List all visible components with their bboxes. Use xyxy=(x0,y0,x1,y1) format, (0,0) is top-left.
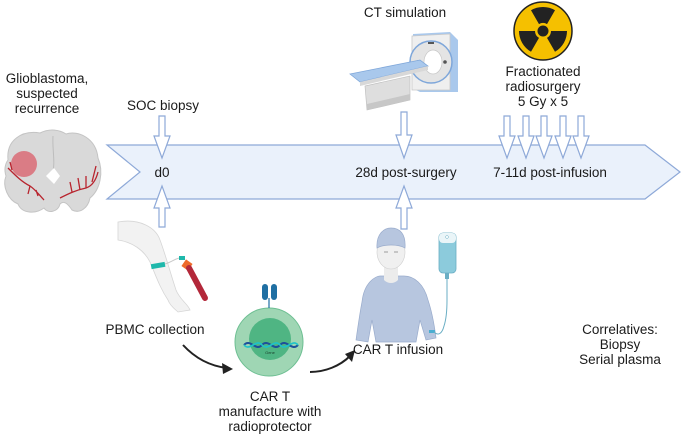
correlatives-line-1: Correlatives: xyxy=(582,322,658,337)
car-t-manufacture-line-1: CAR T xyxy=(249,389,291,404)
timeline-milestone-d0: d0 xyxy=(154,165,170,180)
up-arrow-infusion xyxy=(395,184,413,230)
fraction-arrow xyxy=(554,115,572,160)
car-t-manufacture-label: CAR T manufacture with radioprotector xyxy=(214,389,326,434)
car-t-infusion-label: CAR T infusion xyxy=(352,342,444,357)
brain-icon xyxy=(4,129,102,213)
glioblastoma-label: Glioblastoma, suspected recurrence xyxy=(0,71,94,116)
radiosurgery-line-2: radiosurgery xyxy=(505,79,581,94)
timeline-arrow xyxy=(105,144,681,200)
radiosurgery-line-1: Fractionated xyxy=(505,64,581,79)
pbmc-collection-label: PBMC collection xyxy=(105,322,205,337)
patient-icon xyxy=(355,227,437,343)
fraction-arrow xyxy=(535,115,553,160)
correlatives-line-3: Serial plasma xyxy=(579,352,661,367)
car-t-manufacture-line-3: radioprotector xyxy=(228,419,312,434)
glioblastoma-line-3: recurrence xyxy=(14,101,80,116)
arm-blood-draw-icon xyxy=(117,220,208,313)
car-t-cell-icon xyxy=(234,284,304,377)
radiosurgery-line-3: 5 Gy x 5 xyxy=(517,94,569,109)
flow-arrow-manufacture-to-infusion xyxy=(309,350,355,373)
fraction-arrow xyxy=(498,115,516,160)
up-arrow-pbmc xyxy=(153,184,171,228)
correlatives-label: Correlatives: Biopsy Serial plasma xyxy=(570,322,670,367)
radiosurgery-label: Fractionated radiosurgery 5 Gy x 5 xyxy=(488,64,598,109)
fraction-arrow xyxy=(572,115,590,160)
ct-scanner-icon xyxy=(349,32,458,111)
flow-arrow-pbmc-to-manufacture xyxy=(182,344,233,374)
timeline-milestone-28d: 28d post-surgery xyxy=(355,165,457,180)
correlatives-line-2: Biopsy xyxy=(599,337,641,352)
soc-biopsy-label: SOC biopsy xyxy=(126,98,200,113)
trefoil-blade xyxy=(519,31,539,52)
glioblastoma-line-2: suspected xyxy=(16,86,78,101)
iv-bag-icon xyxy=(433,232,457,335)
radiosurgery-fraction-arrows xyxy=(498,115,590,160)
down-arrow-ct-simulation xyxy=(395,111,413,160)
timeline-milestone-7-11d: 7-11d post-infusion xyxy=(493,165,607,180)
car-t-manufacture-line-2: manufacture with xyxy=(218,404,322,419)
trefoil-blade xyxy=(547,31,567,52)
glioblastoma-line-1: Glioblastoma, xyxy=(5,71,89,86)
gene-label: Gene xyxy=(265,350,276,355)
radiation-icon xyxy=(513,1,573,61)
down-arrow-soc-biopsy xyxy=(153,115,171,160)
ct-simulation-label: CT simulation xyxy=(363,5,447,20)
trefoil-blade xyxy=(531,6,555,25)
fraction-arrow xyxy=(517,115,535,160)
